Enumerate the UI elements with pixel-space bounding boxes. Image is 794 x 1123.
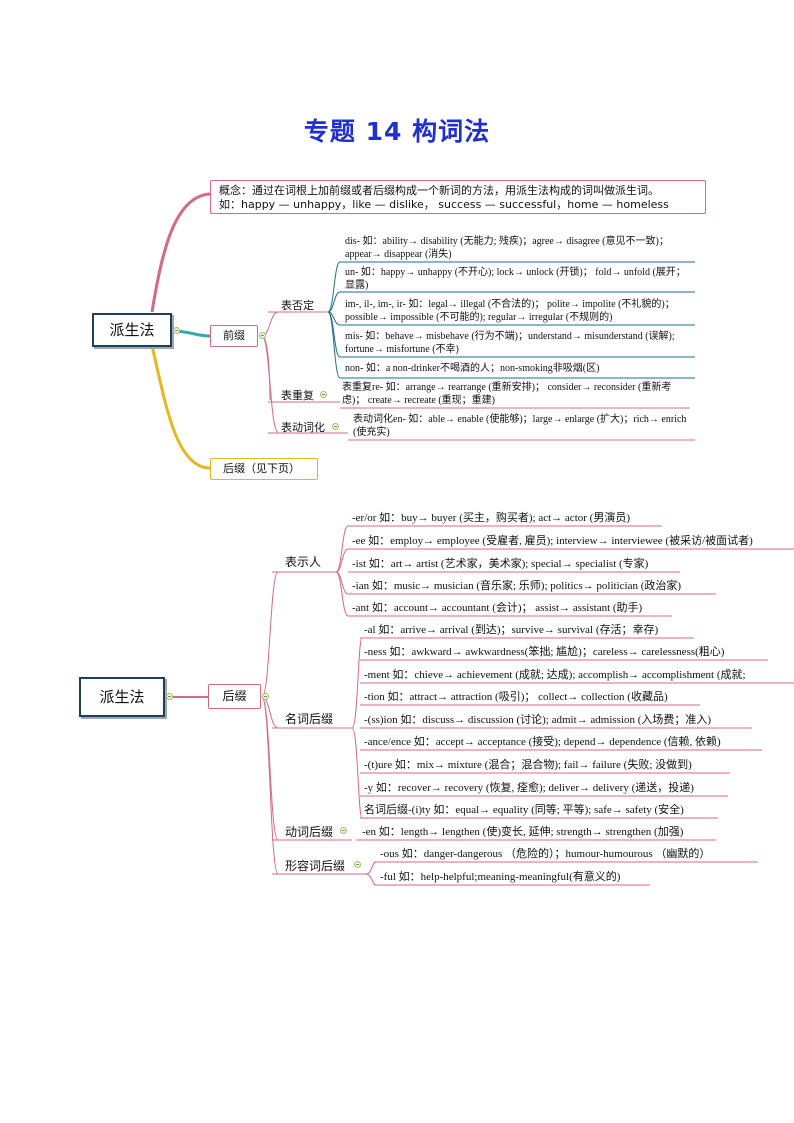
list-item: -tion 如：attract→ attraction (吸引)； collec…	[364, 691, 668, 703]
list-item: -(ss)ion 如：discuss→ discussion (讨论); adm…	[364, 714, 712, 726]
root-node-derivation-2[interactable]: 派生法	[79, 677, 165, 717]
noun-suffix-node[interactable]: 名词后缀	[285, 712, 334, 726]
person-node[interactable]: 表示人	[285, 555, 322, 569]
list-item: 表重复re- 如：arrange→ rearrange (重新安排)； cons…	[342, 382, 672, 406]
list-item: dis- 如：ability→ disability (无能力; 残疾)；agr…	[345, 236, 669, 260]
prefix-node[interactable]: 前缀	[210, 325, 258, 347]
root-node-label: 派生法	[99, 688, 145, 706]
adj-suffix-node[interactable]: 形容词后缀	[285, 859, 346, 873]
negation-node[interactable]: 表否定	[281, 299, 314, 312]
list-item: -ment 如：chieve→ achievement (成就; 达成); ac…	[364, 669, 746, 681]
verb-suffix-node[interactable]: 动词后缀	[285, 825, 334, 839]
suffix-note-label: 后缀（见下页）	[223, 462, 300, 475]
root-node-derivation[interactable]: 派生法	[92, 313, 172, 347]
list-item: -al 如：arrive→ arrival (到达)；survive→ surv…	[364, 624, 659, 636]
concept-line-2: 如：happy — unhappy，like — dislike， succes…	[219, 198, 669, 211]
list-item: -er/or 如：buy→ buyer (买主，购买者); act→ actor…	[352, 512, 630, 524]
suffix-node[interactable]: 后缀	[208, 684, 261, 709]
verbify-node[interactable]: 表动词化	[281, 421, 325, 434]
collapse-toggle-icon[interactable]	[259, 332, 266, 339]
list-item: 表动词化en- 如：able→ enable (使能够)；large→ enla…	[353, 414, 687, 438]
concept-box[interactable]: 概念：通过在词根上加前缀或者后缀构成一个新词的方法，用派生法构成的词叫做派生词。…	[210, 180, 706, 214]
list-item: -y 如：recover→ recovery (恢复, 痊愈); deliver…	[364, 782, 694, 794]
list-item: non- 如：a non-drinker不喝酒的人；non-smoking非吸烟…	[345, 363, 600, 374]
concept-line-1: 概念：通过在词根上加前缀或者后缀构成一个新词的方法，用派生法构成的词叫做派生词。	[219, 184, 659, 197]
collapse-toggle-icon[interactable]	[320, 391, 327, 398]
collapse-toggle-icon[interactable]	[332, 423, 339, 430]
page-title: 专题 14 构词法	[303, 117, 491, 146]
list-item: -ous 如：danger-dangerous （危险的）；humour-hum…	[380, 848, 711, 860]
suffix-node-label: 后缀	[222, 689, 247, 703]
list-item: -ian 如：music→ musician (音乐家; 乐师); politi…	[352, 580, 682, 592]
list-item: 名词后缀-(i)ty 如：equal→ equality (同等; 平等); s…	[364, 804, 684, 816]
list-item: mis- 如：behave→ misbehave (行为不端)；understa…	[345, 331, 675, 355]
list-item: -en 如：length→ lengthen (使)变长, 延伸; streng…	[362, 826, 684, 838]
list-item: -ance/ence 如：accept→ acceptance (接受); de…	[364, 736, 721, 748]
list-item: -ee 如：employ→ employee (受雇者, 雇员); interv…	[352, 535, 753, 547]
root-node-label: 派生法	[109, 321, 155, 339]
list-item: -ist 如：art→ artist (艺术家，美术家); special→ s…	[352, 558, 649, 570]
collapse-toggle-icon[interactable]	[262, 693, 269, 700]
prefix-node-label: 前缀	[223, 329, 245, 342]
repeat-node[interactable]: 表重复	[281, 389, 314, 402]
list-item: -ness 如：awkward→ awkwardness(笨拙; 尴尬)；car…	[364, 646, 725, 658]
list-item: -ful 如：help-helpful;meaning-meaningful(有…	[380, 871, 621, 883]
collapse-toggle-icon[interactable]	[354, 861, 361, 868]
list-item: -(t)ure 如：mix→ mixture (混合；混合物); fail→ f…	[364, 759, 692, 771]
collapse-toggle-icon[interactable]	[340, 827, 347, 834]
list-item: -ant 如：account→ accountant (会计)； assist→…	[352, 602, 643, 614]
list-item: im-, il-, im-, ir- 如：legal→ illegal (不合法…	[345, 299, 675, 323]
collapse-toggle-icon[interactable]	[173, 327, 180, 334]
collapse-toggle-icon[interactable]	[166, 693, 173, 700]
suffix-note-node[interactable]: 后缀（见下页）	[210, 458, 318, 480]
list-item: un- 如：happy→ unhappy (不开心); lock→ unlock…	[345, 267, 686, 291]
